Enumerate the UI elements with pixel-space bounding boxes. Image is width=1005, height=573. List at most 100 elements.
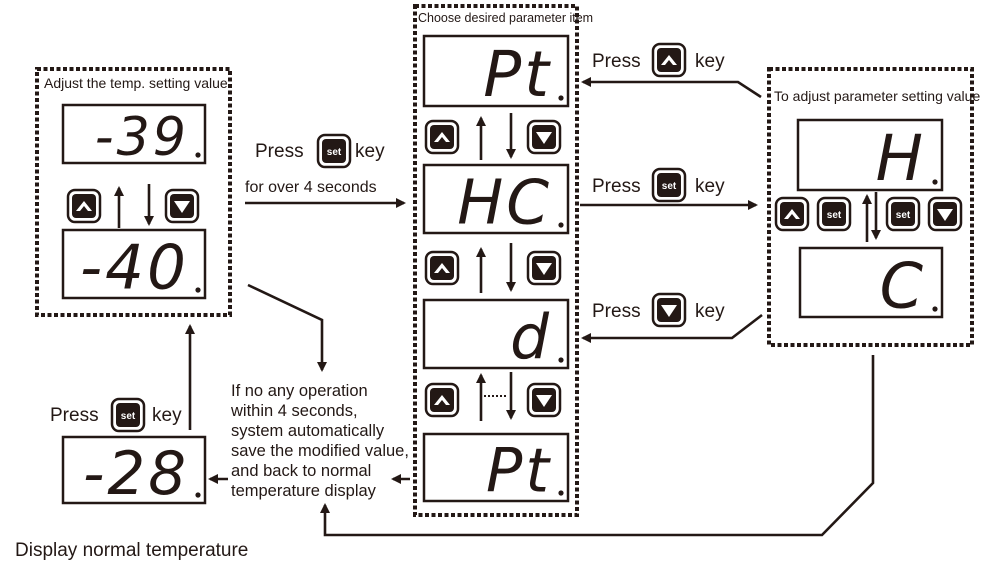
timeout-note: If no any operation within 4 seconds, sy…	[230, 382, 409, 500]
up-key-button[interactable]	[424, 119, 460, 155]
note-line: and back to normal	[231, 462, 371, 480]
set-key-button[interactable]: set	[651, 167, 687, 203]
display-value: -39	[95, 108, 189, 168]
right-panel-title: To adjust parameter setting value	[774, 88, 980, 104]
set-key-button[interactable]: set	[816, 196, 852, 232]
up-key-button[interactable]	[66, 188, 102, 224]
down-key-button[interactable]	[526, 119, 562, 155]
down-arrow-icon	[536, 132, 552, 144]
note-line: temperature display	[231, 482, 377, 500]
display-frame	[422, 163, 570, 235]
display-value-h: H	[796, 118, 944, 195]
key-label: key	[695, 51, 725, 72]
display-frame	[61, 228, 207, 300]
display-value: Pt	[486, 437, 552, 507]
note-line: If no any operation	[231, 382, 368, 400]
decimal-point	[932, 179, 938, 185]
up-key-button[interactable]	[651, 42, 687, 78]
note-line: within 4 seconds,	[230, 402, 358, 420]
display-frame	[61, 435, 207, 505]
key-label: key	[355, 141, 385, 162]
decimal-point	[195, 152, 201, 158]
decimal-point	[558, 490, 564, 496]
decimal-point	[195, 287, 201, 293]
display-value: H	[876, 122, 926, 195]
display-param-pt: Pt	[422, 34, 570, 111]
down-arrow-icon	[536, 395, 552, 407]
display-value: C	[880, 249, 926, 322]
set-key-button[interactable]: set	[885, 196, 921, 232]
display-frame	[61, 103, 207, 165]
set-key-label: set	[121, 411, 136, 422]
decimal-point	[558, 357, 564, 363]
display-normal-temperature: -28	[61, 435, 207, 509]
display-value: HC	[457, 168, 552, 239]
press-label: Press	[592, 301, 641, 322]
display-temp-setting-bottom: -40	[61, 228, 207, 304]
display-param-d: d	[422, 298, 570, 374]
arrow-back-to-pt	[581, 77, 762, 99]
middle-panel-frame	[413, 4, 579, 517]
decimal-point	[558, 222, 564, 228]
middle-panel-title: Choose desired parameter item	[418, 11, 593, 25]
up-key-button[interactable]	[424, 250, 460, 286]
key-label: key	[695, 301, 725, 322]
note-line: save the modified value,	[231, 442, 409, 460]
display-temp-setting-top: -39	[61, 103, 207, 168]
key-label: key	[152, 405, 182, 426]
decimal-point	[558, 95, 564, 101]
arrow-back-to-d	[581, 313, 763, 343]
up-arrow-icon	[784, 209, 800, 219]
display-frame	[798, 246, 944, 319]
press-label: Press	[592, 51, 641, 72]
display-value: -40	[80, 233, 189, 304]
press-label: Press	[592, 176, 641, 197]
left-panel-title: Adjust the temp. setting value	[44, 75, 228, 91]
display-value: -28	[83, 440, 189, 509]
display-value-c: C	[798, 246, 944, 322]
set-key-label: set	[827, 210, 842, 221]
hold-duration-label: for over 4 seconds	[245, 179, 377, 196]
right-panel-frame	[767, 67, 974, 347]
set-key-label: set	[327, 147, 342, 158]
set-key-button[interactable]: set	[316, 133, 352, 169]
set-key-label: set	[896, 210, 911, 221]
display-param-pt-last: Pt	[422, 432, 570, 507]
display-frame	[422, 298, 570, 370]
down-key-button[interactable]	[927, 196, 963, 232]
display-value: Pt	[483, 38, 552, 111]
down-arrow-icon	[937, 209, 953, 221]
press-label: Press	[255, 141, 304, 162]
display-frame	[422, 34, 570, 108]
display-value: d	[510, 303, 552, 374]
up-arrow-icon	[434, 263, 450, 273]
arrow-timeout	[247, 283, 327, 372]
up-arrow-icon	[434, 395, 450, 405]
note-line: system automatically	[231, 422, 385, 440]
down-key-button[interactable]	[164, 188, 200, 224]
down-key-button[interactable]	[526, 382, 562, 418]
up-arrow-icon	[76, 201, 92, 211]
up-arrow-icon	[661, 55, 677, 65]
down-arrow-icon	[536, 263, 552, 275]
decimal-point	[195, 492, 201, 498]
decimal-point	[932, 306, 938, 312]
display-frame	[796, 118, 944, 192]
display-param-hc: HC	[422, 163, 570, 239]
down-key-button[interactable]	[526, 250, 562, 286]
key-label: key	[695, 176, 725, 197]
normal-display-caption: Display normal temperature	[15, 540, 248, 561]
set-key-label: set	[662, 181, 677, 192]
left-panel-frame	[35, 67, 232, 317]
press-label: Press	[50, 405, 99, 426]
set-key-button[interactable]: set	[110, 397, 146, 433]
down-arrow-icon	[174, 201, 190, 213]
down-arrow-icon	[661, 305, 677, 317]
up-key-button[interactable]	[424, 382, 460, 418]
down-key-button[interactable]	[651, 292, 687, 328]
display-frame	[422, 432, 570, 503]
up-arrow-icon	[434, 132, 450, 142]
arrow-right-panel-timeout	[320, 355, 875, 537]
up-key-button[interactable]	[774, 196, 810, 232]
